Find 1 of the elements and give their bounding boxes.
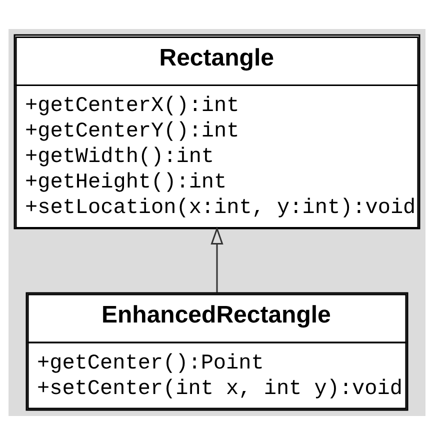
arrow [210,226,224,292]
